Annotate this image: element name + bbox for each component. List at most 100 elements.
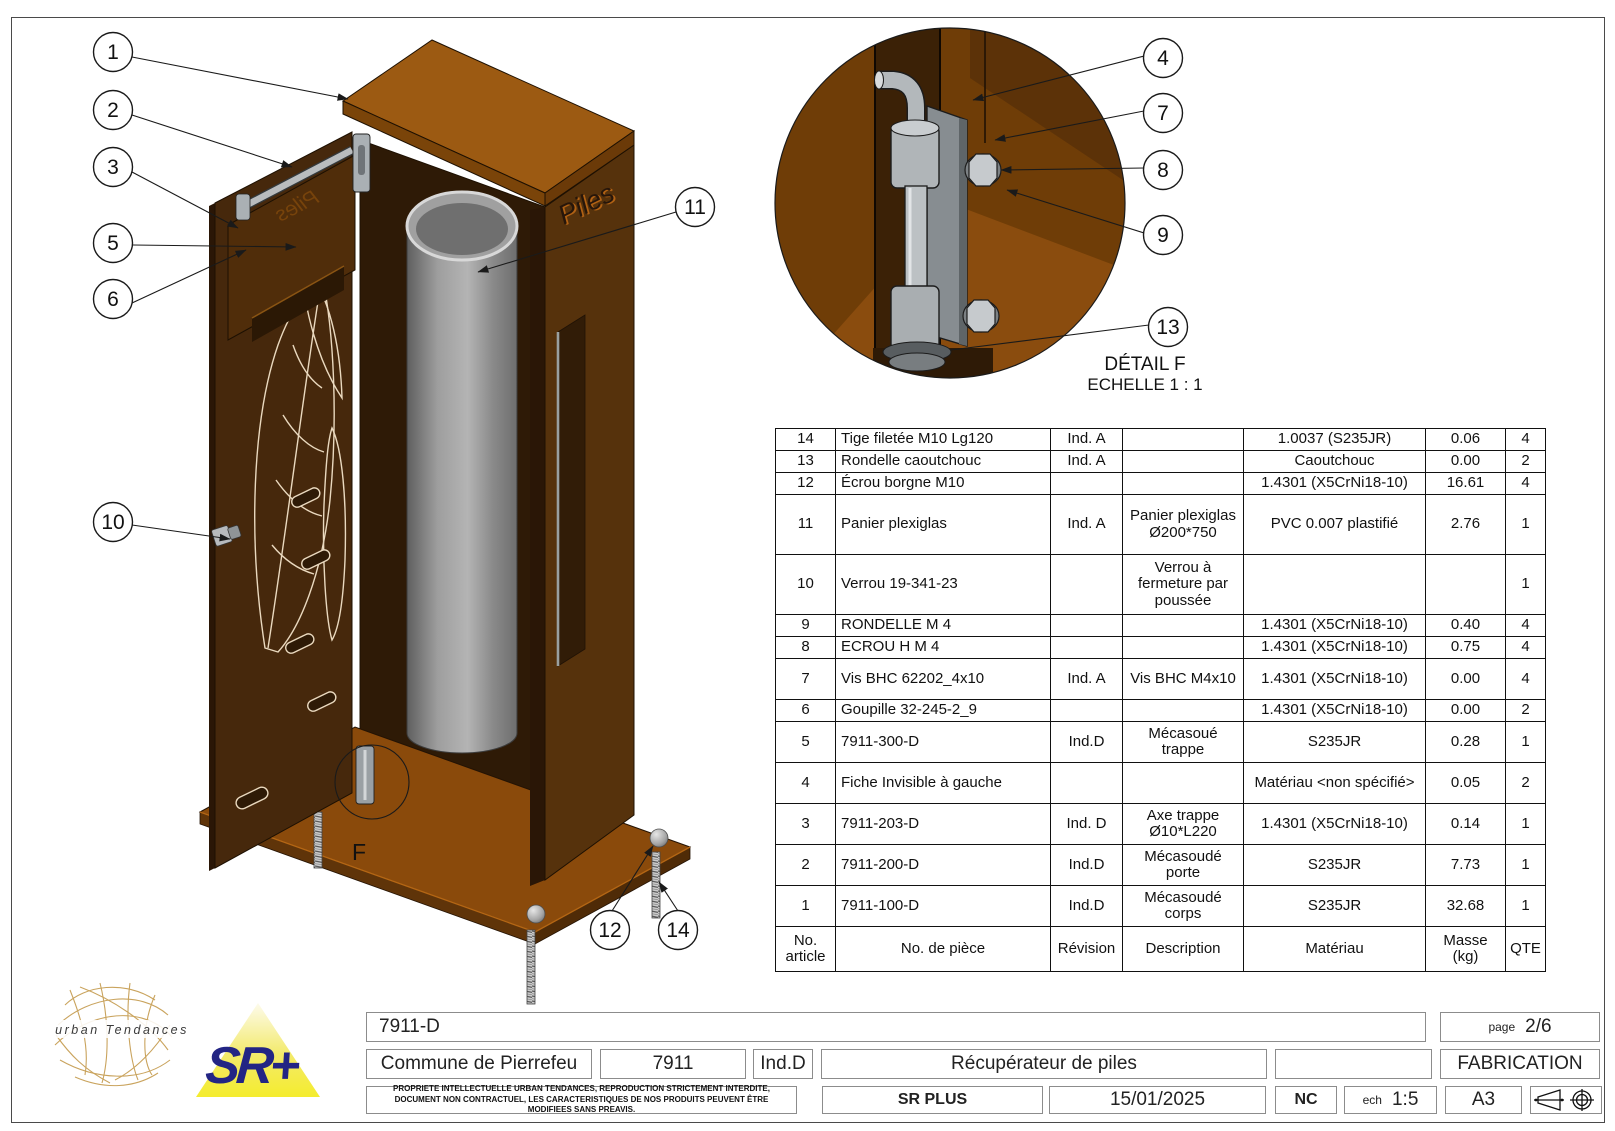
drawing-number: 7911-D: [379, 1016, 440, 1037]
balloon-5: 5: [92, 222, 134, 264]
bom-header-description: Description: [1122, 926, 1244, 972]
project-number-box: 7911: [600, 1049, 746, 1079]
bom-header-qty: QTE: [1505, 926, 1546, 972]
balloon-7: 7: [1142, 92, 1184, 134]
balloon-9: 9: [1142, 214, 1184, 256]
detail-leader-lines: [950, 55, 1150, 351]
hinge-assembly: [874, 70, 1002, 372]
project-number: 7911: [652, 1053, 694, 1074]
logo-area: urban Tendances SR+: [50, 982, 320, 1097]
date-value: 15/01/2025: [1109, 1089, 1206, 1110]
svg-text:F: F: [352, 839, 366, 865]
sheet-border: [11, 17, 1605, 1123]
balloon-6: 6: [92, 278, 134, 320]
lower-hinge: [355, 745, 375, 805]
legal-notice: PROPRIETE INTELLECTUELLE URBAN TENDANCES…: [393, 1084, 770, 1115]
threaded-rods: [313, 811, 669, 1005]
svg-text:SR+: SR+: [204, 1037, 302, 1095]
author-name: SR PLUS: [897, 1091, 968, 1108]
author-box: SR PLUS: [822, 1086, 1043, 1114]
page-value: 2/6: [1525, 1016, 1552, 1037]
plexiglas-basket: [405, 190, 519, 754]
svg-text:8: 8: [1157, 159, 1169, 182]
balloon-10: 10: [92, 501, 134, 543]
balloon-14: 14: [657, 909, 699, 951]
drawing-title-box: Récupérateur de piles: [821, 1049, 1267, 1079]
balloon-12: 12: [589, 909, 631, 951]
cabinet-body: Piles Piles: [341, 39, 636, 886]
svg-text:13: 13: [1156, 316, 1179, 339]
leader-lines: [131, 56, 679, 912]
nc-box: NC: [1275, 1086, 1337, 1114]
page-box: page 2/6: [1440, 1012, 1600, 1042]
legal-notice-box: PROPRIETE INTELLECTUELLE URBAN TENDANCES…: [366, 1084, 797, 1115]
balloon-13: 13: [1147, 306, 1189, 348]
empty-box: [1275, 1049, 1432, 1079]
svg-text:14: 14: [666, 919, 690, 942]
drawing-number-box: 7911-D: [366, 1012, 1426, 1042]
svg-text:7: 7: [1157, 102, 1169, 125]
bom-header-piece: No. de pièce: [835, 926, 1051, 972]
bom-header-revision: Révision: [1050, 926, 1123, 972]
svg-text:5: 5: [107, 232, 119, 255]
bom-header-row: No. article No. de pièce Révision Descri…: [775, 926, 1546, 972]
index-box: Ind.D: [753, 1049, 813, 1079]
collection-slot: [556, 314, 586, 667]
hatch-axis-rod: [235, 133, 371, 221]
svg-text:12: 12: [598, 919, 621, 942]
detail-title: DÉTAIL F: [1104, 354, 1185, 375]
dome-nut: [526, 904, 546, 924]
doc-type-box: FABRICATION: [1440, 1049, 1600, 1079]
drawing-title: Récupérateur de piles: [951, 1053, 1137, 1074]
svg-text:9: 9: [1157, 224, 1169, 247]
detail-f-marker: F: [334, 744, 410, 865]
nc-value: NC: [1294, 1091, 1318, 1108]
main-isometric-view: Piles Piles: [92, 31, 716, 1005]
scale-label: ech: [1362, 1093, 1382, 1107]
dome-nut: [649, 828, 669, 848]
svg-text:11: 11: [684, 196, 706, 219]
balloon-8: 8: [1142, 149, 1184, 191]
svg-text:2: 2: [107, 99, 119, 122]
urban-tendances-logo: urban Tendances: [50, 982, 195, 1087]
svg-text:urban Tendances: urban Tendances: [55, 1023, 189, 1037]
svg-text:6: 6: [107, 288, 119, 311]
doc-type: FABRICATION: [1457, 1053, 1583, 1074]
svg-text:10: 10: [101, 511, 124, 534]
index-value: Ind.D: [760, 1053, 806, 1074]
balloon-2: 2: [92, 89, 134, 131]
sr-plus-logo: SR+: [196, 1003, 320, 1097]
balloon-1: 1: [92, 31, 134, 73]
bom-header-material: Matériau: [1243, 926, 1426, 972]
detail-f-view: 4 7 8 9 13 DÉTAIL F ECHELLE 1 : 1: [774, 27, 1203, 394]
date-box: 15/01/2025: [1049, 1086, 1266, 1114]
first-angle-projection-icon: [1534, 1089, 1594, 1111]
page-label: page: [1488, 1020, 1516, 1034]
svg-text:1: 1: [107, 41, 119, 64]
detail-scale: ECHELLE 1 : 1: [1087, 375, 1202, 394]
projection-symbol-box: [1530, 1086, 1602, 1114]
svg-text:4: 4: [1157, 47, 1169, 70]
cabinet-door: Piles: [209, 131, 375, 871]
balloon-11: 11: [674, 186, 716, 228]
bom-header-mass: Masse (kg): [1425, 926, 1506, 972]
detail-circle-outline: [774, 27, 1126, 379]
bom-header-no: No. article: [775, 926, 836, 972]
scale-value: 1:5: [1391, 1089, 1419, 1110]
format-value: A3: [1471, 1089, 1496, 1110]
